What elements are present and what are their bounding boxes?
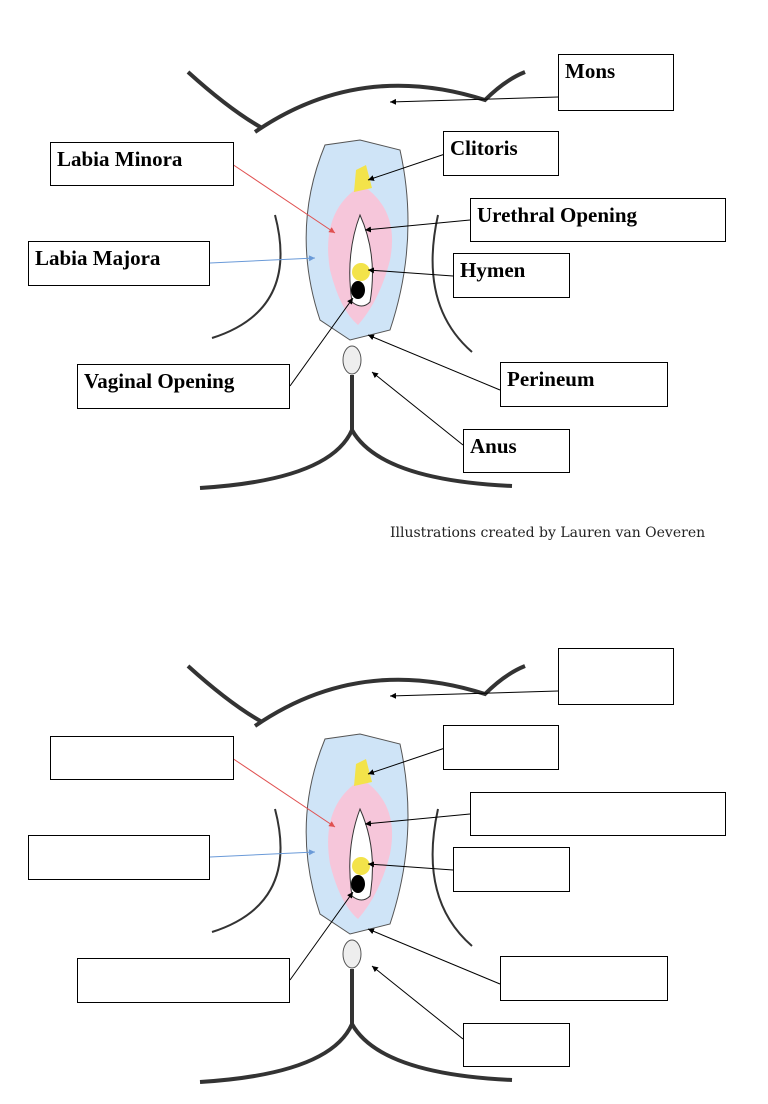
label-box-labia-majora[interactable]	[28, 835, 210, 880]
label-box-anus: Anus	[463, 429, 570, 473]
anus-shape	[342, 345, 362, 375]
label-box-perineum[interactable]	[500, 956, 668, 1001]
anatomy-illustration	[186, 70, 559, 490]
label-box-hymen[interactable]	[453, 847, 570, 892]
label-box-labia-majora: Labia Majora	[28, 241, 210, 286]
label-box-hymen: Hymen	[453, 253, 570, 298]
anus-shape	[342, 939, 362, 969]
clitoris-shape	[354, 759, 372, 786]
thigh-right	[431, 808, 473, 947]
label-box-labia-minora: Labia Minora	[50, 142, 234, 186]
thigh-left	[211, 214, 282, 339]
label-box-perineum: Perineum	[500, 362, 668, 407]
label-box-vaginal-opening: Vaginal Opening	[77, 364, 290, 409]
mons-curve	[253, 664, 526, 728]
hip-curve	[186, 664, 263, 724]
hymen-shape	[352, 263, 370, 281]
gluteal-line	[199, 375, 354, 490]
hymen-shape	[352, 857, 370, 875]
blank-diagram	[0, 634, 768, 1104]
illustration-credit: Illustrations created by Lauren van Oeve…	[390, 525, 706, 541]
mons-curve	[253, 70, 526, 134]
thigh-right	[431, 214, 473, 353]
label-box-anus[interactable]	[463, 1023, 570, 1067]
hip-curve	[186, 70, 263, 130]
label-box-mons: Mons	[558, 54, 674, 111]
label-box-labia-minora[interactable]	[50, 736, 234, 780]
clitoris-shape	[354, 165, 372, 192]
gluteal-line-right	[350, 429, 513, 488]
label-box-clitoris[interactable]	[443, 725, 559, 770]
label-box-clitoris: Clitoris	[443, 131, 559, 176]
label-box-vaginal-opening[interactable]	[77, 958, 290, 1003]
vaginal-opening-shape	[351, 281, 365, 299]
label-box-urethral-opening: Urethral Opening	[470, 198, 726, 242]
label-box-mons[interactable]	[558, 648, 674, 705]
label-box-urethral-opening[interactable]	[470, 792, 726, 836]
vaginal-opening-shape	[351, 875, 365, 893]
thigh-left	[211, 808, 282, 933]
